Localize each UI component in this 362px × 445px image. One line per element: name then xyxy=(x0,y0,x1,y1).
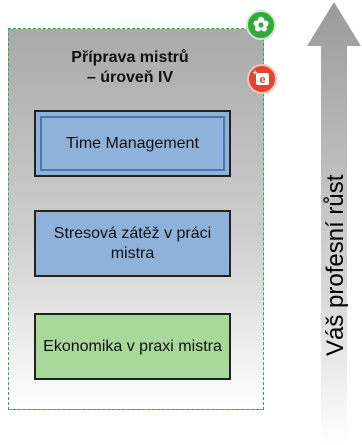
course-box-time-management: Time Management xyxy=(34,110,231,177)
flower-badge-icon xyxy=(246,10,276,40)
svg-text:+: + xyxy=(253,68,258,77)
course-label: Stresová zátěž v práci mistra xyxy=(53,224,212,262)
level-title: Příprava mistrů – úroveň IV xyxy=(30,48,230,88)
growth-arrow-label: Váš profesní růst xyxy=(322,174,349,356)
growth-arrow xyxy=(307,2,361,445)
level-title-line2: – úroveň IV xyxy=(86,69,174,86)
course-label: Ekonomika v praxi mistra xyxy=(43,337,222,355)
course-box-economics: Ekonomika v praxi mistra xyxy=(34,313,231,380)
course-box-inner-frame xyxy=(40,116,225,171)
e-learning-letter: e xyxy=(259,74,265,86)
e-learning-badge-icon: e + xyxy=(247,64,277,94)
course-box-stress: Stresová zátěž v práci mistra xyxy=(34,210,231,277)
level-title-line1: Příprava mistrů xyxy=(71,49,189,66)
course-label: Time Management xyxy=(66,134,199,152)
